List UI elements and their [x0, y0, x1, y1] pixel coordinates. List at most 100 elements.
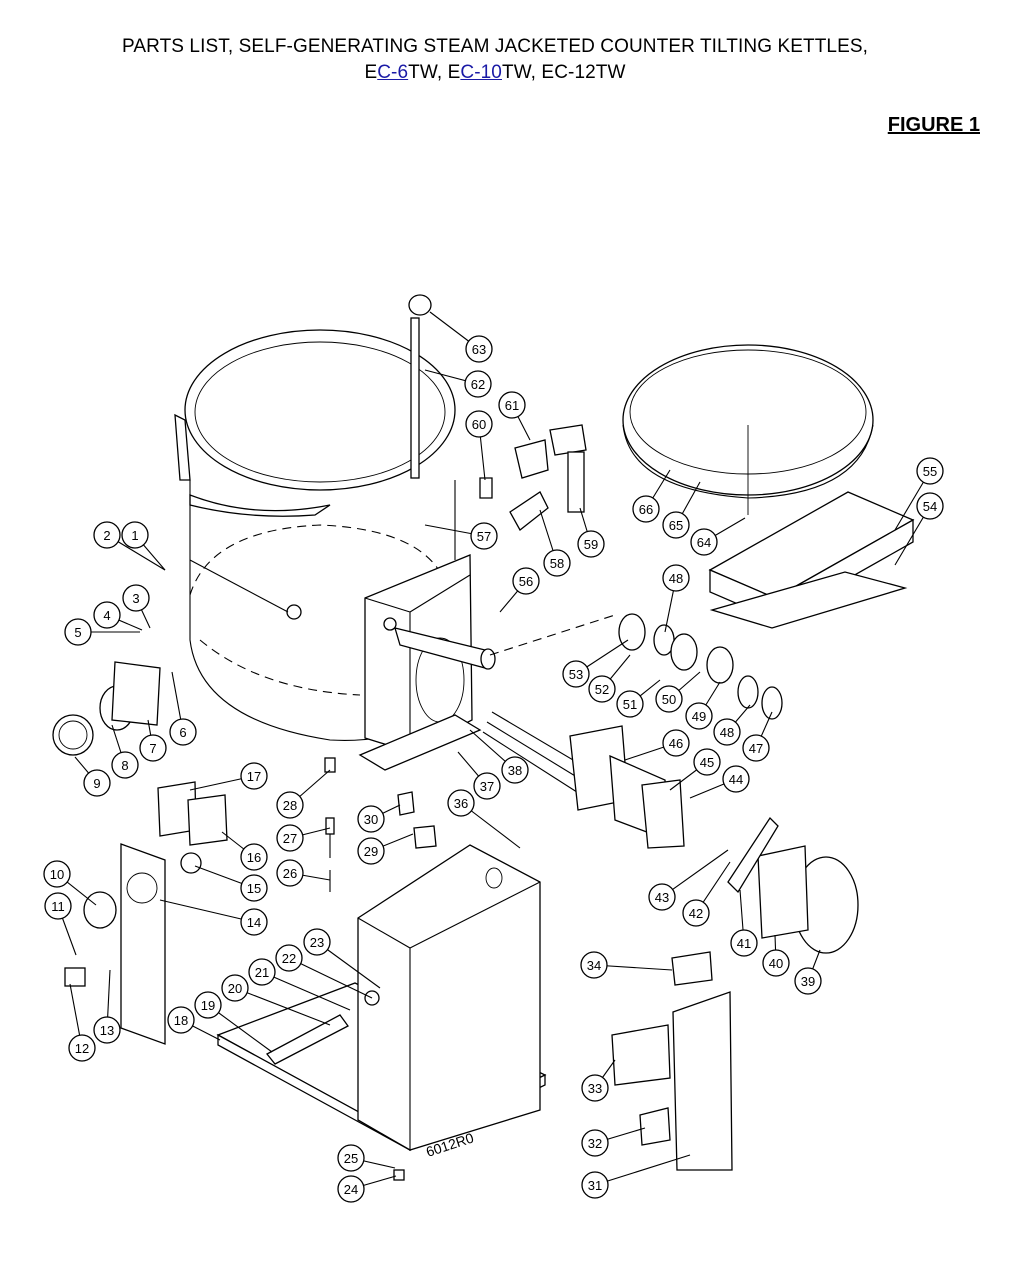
- callout-12: 12: [68, 1034, 96, 1062]
- callout-47: 47: [742, 734, 770, 762]
- model1-suffix: TW, E: [408, 62, 461, 83]
- callout-bubble: [470, 522, 498, 550]
- callout-41: 41: [730, 929, 758, 957]
- callout-56: 56: [512, 567, 540, 595]
- callout-50: 50: [655, 685, 683, 713]
- callout-number: 39: [801, 974, 815, 989]
- callout-bubble: [465, 410, 493, 438]
- callout-number: 30: [364, 812, 378, 827]
- callout-number: 41: [737, 936, 751, 951]
- callout-17: 17: [240, 762, 268, 790]
- callout-bubble: [83, 769, 111, 797]
- callout-bubble: [337, 1175, 365, 1203]
- callout-1: 1: [121, 521, 149, 549]
- callout-number: 59: [584, 537, 598, 552]
- callout-number: 7: [149, 741, 156, 756]
- callout-20: 20: [221, 974, 249, 1002]
- callout-bubble: [685, 702, 713, 730]
- callout-bubble: [648, 883, 676, 911]
- callout-bubble: [730, 929, 758, 957]
- callout-bubble: [581, 1171, 609, 1199]
- callout-6: 6: [169, 718, 197, 746]
- callout-46: 46: [662, 729, 690, 757]
- callout-bubble: [139, 734, 167, 762]
- callout-51: 51: [616, 690, 644, 718]
- callout-bubble: [240, 843, 268, 871]
- callout-bubble: [64, 618, 92, 646]
- callout-19: 19: [194, 991, 222, 1019]
- callout-28: 28: [276, 791, 304, 819]
- callout-8: 8: [111, 751, 139, 779]
- callout-number: 51: [623, 697, 637, 712]
- callout-21: 21: [248, 958, 276, 986]
- callout-bubble: [562, 660, 590, 688]
- callout-4: 4: [93, 601, 121, 629]
- callout-number: 44: [729, 772, 743, 787]
- callout-number: 18: [174, 1013, 188, 1028]
- callout-31: 31: [581, 1171, 609, 1199]
- callout-bubble: [44, 892, 72, 920]
- callout-bubble: [543, 549, 571, 577]
- figure-label: FIGURE 1: [887, 114, 980, 136]
- callout-number: 33: [588, 1081, 602, 1096]
- callout-number: 6: [179, 725, 186, 740]
- callout-bubble: [616, 690, 644, 718]
- callout-number: 45: [700, 755, 714, 770]
- callout-bubble: [632, 495, 660, 523]
- callout-number: 43: [655, 890, 669, 905]
- callout-bubble: [357, 837, 385, 865]
- callout-bubble: [512, 567, 540, 595]
- callout-number: 38: [508, 763, 522, 778]
- callout-number: 28: [283, 798, 297, 813]
- callout-number: 4: [103, 608, 110, 623]
- callout-number: 32: [588, 1136, 602, 1151]
- callout-number: 12: [75, 1041, 89, 1056]
- callout-26: 26: [276, 859, 304, 887]
- callout-number: 29: [364, 844, 378, 859]
- callout-48: 48: [662, 564, 690, 592]
- callout-number: 26: [283, 866, 297, 881]
- callout-bubble: [357, 805, 385, 833]
- kettle-body: [52, 294, 915, 1181]
- callout-bubble: [588, 675, 616, 703]
- callout-23: 23: [303, 928, 331, 956]
- callout-29: 29: [357, 837, 385, 865]
- callout-bubble: [43, 860, 71, 888]
- callout-57: 57: [470, 522, 498, 550]
- callout-number: 56: [519, 574, 533, 589]
- leader-line-14: [159, 899, 255, 923]
- callout-bubble: [447, 789, 475, 817]
- callout-66: 66: [632, 495, 660, 523]
- callout-bubble: [248, 958, 276, 986]
- callout-number: 66: [639, 502, 653, 517]
- callout-43: 43: [648, 883, 676, 911]
- model-ec6-link[interactable]: C-6: [377, 62, 409, 83]
- callout-11: 11: [44, 892, 72, 920]
- title-line-2: EC-6TW, EC-10TW, EC-12TW: [0, 62, 990, 84]
- callout-bubble: [121, 521, 149, 549]
- callout-bubble: [240, 762, 268, 790]
- callout-bubble: [577, 530, 605, 558]
- callout-bubble: [93, 1016, 121, 1044]
- callout-bubble: [93, 521, 121, 549]
- callout-number: 5: [74, 625, 81, 640]
- callout-bubble: [276, 791, 304, 819]
- callout-13: 13: [93, 1016, 121, 1044]
- model-ec10-link[interactable]: C-10: [460, 62, 502, 83]
- callout-37: 37: [473, 772, 501, 800]
- callout-53: 53: [562, 660, 590, 688]
- callout-52: 52: [588, 675, 616, 703]
- callout-number: 15: [247, 881, 261, 896]
- callout-32: 32: [581, 1129, 609, 1157]
- callout-bubble: [662, 564, 690, 592]
- callout-44: 44: [722, 765, 750, 793]
- callout-number: 40: [769, 956, 783, 971]
- callout-number: 48: [720, 725, 734, 740]
- callout-number: 46: [669, 736, 683, 751]
- callout-number: 19: [201, 998, 215, 1013]
- callout-number: 37: [480, 779, 494, 794]
- callout-54: 54: [916, 492, 944, 520]
- callout-33: 33: [581, 1074, 609, 1102]
- callout-number: 1: [131, 528, 138, 543]
